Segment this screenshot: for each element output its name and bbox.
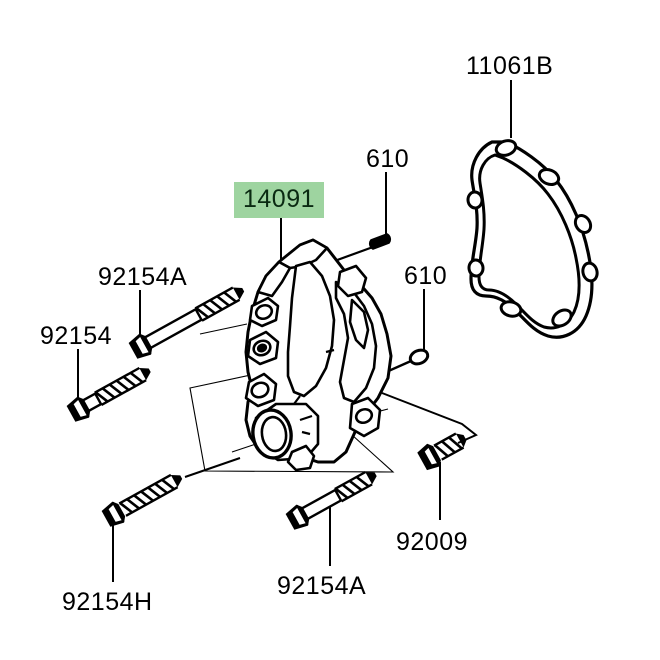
bolt-92154a-lower [285,471,377,530]
leader-lines [77,80,512,582]
bolt-92154a-upper [128,286,245,359]
bolt-92154h [101,457,241,527]
label-92154a-upper[interactable]: 92154A [98,263,188,291]
label-92009[interactable]: 92009 [396,528,469,556]
label-610-mid[interactable]: 610 [404,262,448,290]
label-11061b[interactable]: 11061B [466,52,554,80]
screw-92009 [381,392,478,471]
label-92154h[interactable]: 92154H [62,588,153,616]
gasket-11061b [466,139,599,339]
label-610-top[interactable]: 610 [366,145,410,173]
engine-cover-14091 [244,238,393,472]
bolt-92154 [66,366,151,422]
label-92154a-lower[interactable]: 92154A [277,572,367,600]
label-92154[interactable]: 92154 [40,322,113,350]
label-14091[interactable]: 14091 [234,182,325,218]
